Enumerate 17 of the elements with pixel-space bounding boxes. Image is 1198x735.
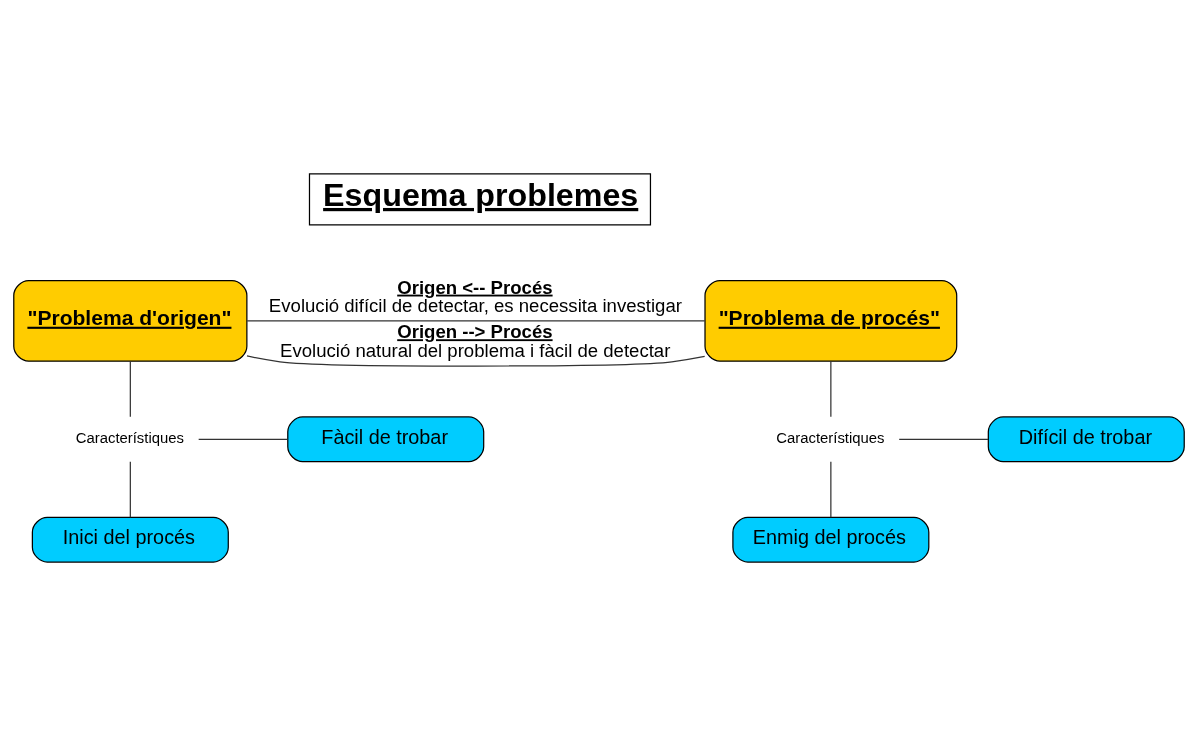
connector [830, 360, 832, 417]
connector [830, 460, 832, 518]
node-box: Inici del procés [31, 516, 229, 563]
connector [246, 354, 706, 367]
node-box: Esquema problemes [308, 172, 652, 225]
node-box: Fàcil de trobar [287, 415, 485, 462]
connector [198, 438, 289, 440]
node-box: Difícil de trobar [987, 415, 1185, 462]
connector [898, 438, 989, 440]
connector [129, 360, 131, 417]
node-text: Característiques [776, 429, 885, 446]
connector [246, 319, 706, 321]
node-box: "Problema d'origen" [13, 279, 248, 362]
node-text: Característiques [75, 429, 184, 446]
connector [129, 460, 131, 518]
node-box: "Problema de procés" [704, 279, 958, 362]
node-box: Enmig del procés [732, 516, 930, 563]
